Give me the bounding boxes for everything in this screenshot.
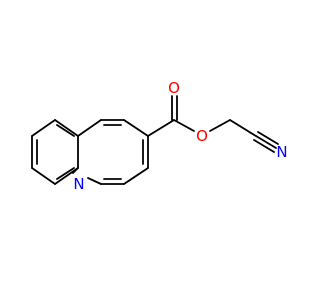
bond-n-c2-part: [87, 177, 102, 185]
bond-ch2-cn: [229, 119, 257, 137]
bond-ester-o-ch2: [209, 119, 231, 132]
bond-pyr-c2-c3: [123, 167, 149, 185]
bond-benz-double-2: [56, 124, 75, 137]
ring-nitrogen-label: N: [73, 175, 84, 193]
nitrile-nitrogen-label: N: [276, 143, 287, 161]
bond-benz-3: [31, 167, 56, 185]
chemical-structure-diagram: N O O N: [31, 79, 288, 193]
bond-benz-6: [54, 119, 79, 137]
bond-benz-double-3: [56, 167, 75, 180]
atom-labels-group: N O O N: [73, 79, 287, 193]
ester-oxygen-label: O: [196, 127, 208, 145]
bond-pyr-c4a-c8a: [77, 119, 102, 137]
bond-nitrile-triple-a: [255, 135, 277, 149]
bond-benz-1: [31, 119, 56, 137]
carbonyl-oxygen-label: O: [168, 79, 180, 97]
bond-c8a-n-stub: [72, 167, 79, 174]
bond-nitrile-triple-c: [257, 131, 279, 145]
bonds-group: [31, 95, 279, 185]
bond-carbonyl-ester-o: [173, 119, 195, 132]
bond-ring-carbonyl: [147, 119, 175, 137]
bond-nitrile-triple-b: [253, 139, 275, 153]
structure-svg: N O O N: [31, 79, 288, 193]
bond-pyr-c3-c4: [123, 119, 149, 137]
